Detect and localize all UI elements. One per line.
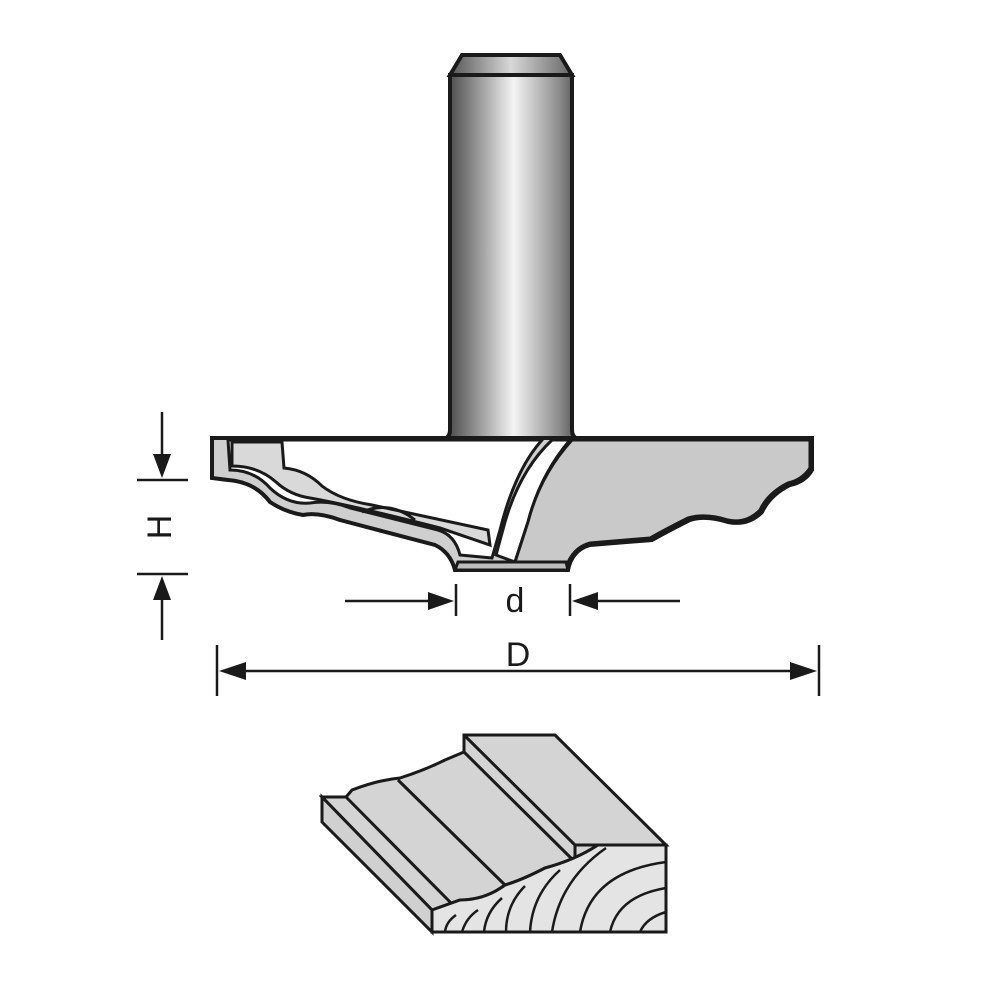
wood-edge-line-1 [344,795,458,910]
wood-profile-sample [318,733,670,936]
label-height: H [141,515,179,540]
cutter-right-face [513,438,812,570]
arrow-down-icon [153,454,171,478]
dimension-shank-diameter: d [345,582,680,620]
label-overall-diameter: D [506,636,531,674]
arrow-left-icon [219,662,246,680]
label-shank-diameter: d [506,582,525,620]
arrow-up-icon [153,576,171,600]
cutter-head [210,436,814,572]
dimension-overall-diameter: D [215,636,821,696]
wood-edge-line-2 [396,778,507,887]
wood-edge-line-3 [462,750,577,864]
shank-body [441,73,581,442]
cutter-left-bevel [361,506,416,522]
arrow-left-icon [572,592,598,610]
arrow-right-icon [428,592,454,610]
shank [441,53,581,442]
shank-chamfer-tip [446,53,576,77]
cutter-left-inner [230,440,492,548]
cutter-tip [452,560,570,572]
wood-grain-rings [443,846,667,933]
arrow-right-icon [790,662,817,680]
dimension-height: H [137,412,188,640]
